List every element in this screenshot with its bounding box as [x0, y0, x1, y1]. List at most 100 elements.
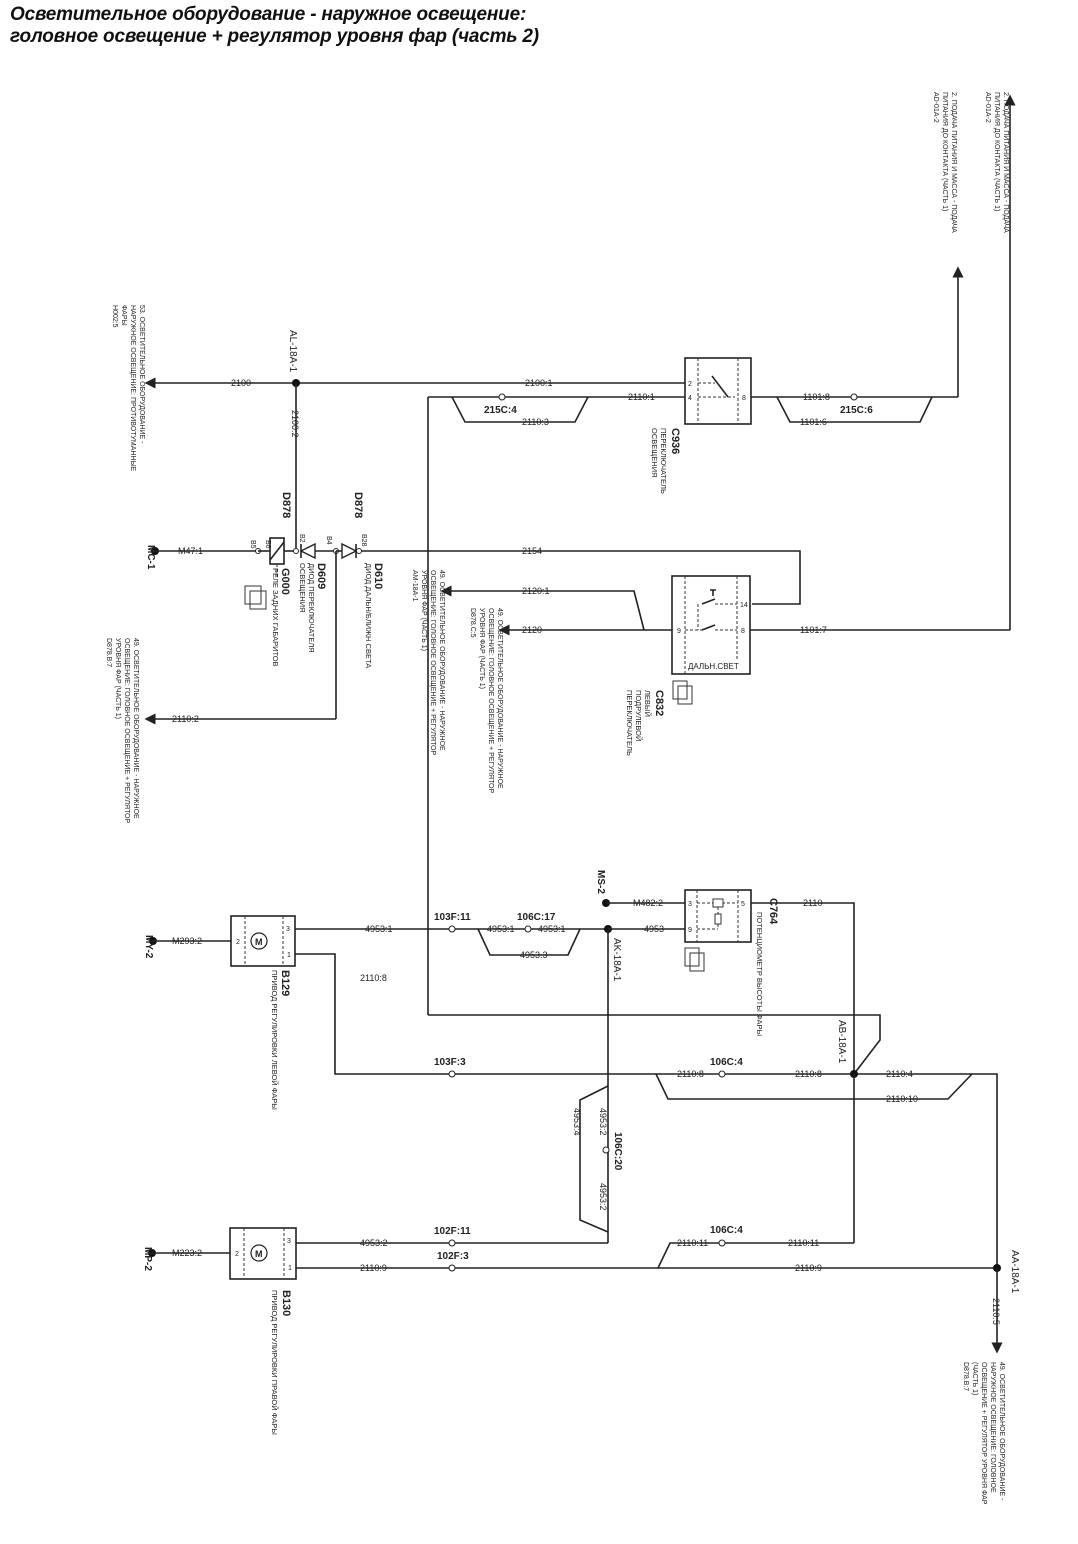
wire-label-2110-2: 2110:2 [172, 714, 199, 724]
switch-contact-icon [701, 598, 716, 605]
component-c936[interactable]: 2 4 8 C936 ПЕРЕКЛЮЧАТЕЛЬОСВЕЩЕНИЯ [650, 357, 752, 494]
b130-box [229, 1227, 297, 1280]
connector-215c6[interactable]: 215C:6 [840, 405, 873, 416]
c936-box [684, 357, 752, 425]
wire-label-4953-3: 4953.3 [520, 950, 548, 960]
connector-106c4b-icon [718, 1239, 726, 1247]
svg-text:2. ПОДАЧА ПИТАНИЯ И МАССА - ПО: 2. ПОДАЧА ПИТАНИЯ И МАССА - ПОДАЧАПИТАНИ… [932, 92, 957, 233]
pin-1: 1 [287, 952, 291, 959]
wire-label-2110-1: 2110:1 [628, 392, 655, 402]
connector-102f3[interactable]: 102F:3 [437, 1251, 469, 1262]
wire-label-m293-2: M293:2 [172, 936, 202, 946]
ref-top-right-1[interactable]: 2. ПОДАЧА ПИТАНИЯ И МАССА - ПОДАЧАПИТАНИ… [984, 92, 1016, 630]
ref-mid-2120-1[interactable]: 49. ОСВЕТИТЕЛЬНОЕ ОБОРУДОВАНИЕ - НАРУЖНО… [411, 570, 445, 755]
svg-text:ДИОД ПЕРЕКЛЮЧАТЕЛЯОСВЕЩЕНИЯ: ДИОД ПЕРЕКЛЮЧАТЕЛЯОСВЕЩЕНИЯ [298, 563, 316, 653]
connector-103f11[interactable]: 103F:11 [434, 912, 471, 923]
wire-label-2110-9b: 2110:9 [795, 1263, 822, 1273]
ref-left-fog[interactable]: 53. ОСВЕТИТЕЛЬНОЕ ОБОРУДОВАНИЕ -НАРУЖНОЕ… [111, 305, 145, 472]
svg-text:ЛЕВЫЙПОДРУЛЕВОЙПЕРЕКЛЮЧАТЕЛЬ: ЛЕВЫЙПОДРУЛЕВОЙПЕРЕКЛЮЧАТЕЛЬ [625, 690, 652, 756]
splice-label-aa18a1: AA-18A-1 [1009, 1250, 1020, 1294]
ref-text: ПИТАНИЯ ДО КОНТАКТА (ЧАСТЬ 1) [941, 92, 948, 211]
wire-label-1101-6: 1101:6 [800, 417, 827, 427]
connector-106c4[interactable]: 106C:4 [710, 1057, 743, 1068]
pin-9: 9 [677, 628, 681, 635]
title-line-2: головное освещение + регулятор уровня фа… [10, 26, 539, 47]
pin-14: 14 [740, 602, 748, 609]
wire-label-2110-5: 2110:5 [991, 1298, 1001, 1325]
connector-106c4b[interactable]: 106C:4 [710, 1225, 743, 1236]
ref-text: ОСВЕЩЕНИЕ: ГОЛОВНОЕ ОСВЕЩЕНИЕ + РЕГУЛЯТО… [123, 638, 130, 823]
component-b129[interactable]: M 3 2 1 B129 ПРИВОД РЕГУЛИРОВКИ ЛЕВОЙ ФА… [230, 915, 296, 1110]
b130-id: B130 [280, 1290, 292, 1316]
connector-face-icon [672, 680, 688, 700]
component-c832[interactable]: 9 14 8 ДАЛЬН.СВЕТ C832 ЛЕВЫЙПОДРУЛЕВОЙПЕ… [625, 575, 751, 756]
wire-label-4953-1c: 4953:1 [538, 924, 566, 934]
d610-name: ДИОД ДАЛЬН/БЛИЖН СВЕТА [364, 563, 373, 668]
diode-d610[interactable]: D610 ДИОД ДАЛЬН/БЛИЖН СВЕТА [336, 542, 384, 668]
wire-label-4953-2c: 4953:2 [360, 1238, 388, 1248]
c764-name: ПОТЕНЦИОМЕТР ВЫСОТЫ ФАРЫ [755, 912, 764, 1036]
d609-name: ДИОД ПЕРЕКЛЮЧАТЕЛЯ [307, 563, 316, 653]
ground-label-ms2: MS-2 [595, 870, 606, 894]
pin-b6: B6 [264, 540, 271, 549]
ref-text: УРОВНЯ ФАР (ЧАСТЬ 1) [478, 608, 485, 689]
svg-text:2. ПОДАЧА ПИТАНИЯ И МАССА - ПО: 2. ПОДАЧА ПИТАНИЯ И МАССА - ПОДАЧАПИТАНИ… [984, 92, 1009, 233]
ref-mid-2120[interactable]: 49. ОСВЕТИТЕЛЬНОЕ ОБОРУДОВАНИЕ - НАРУЖНО… [469, 608, 503, 793]
wire-label-m223-2: M223:2 [172, 1248, 202, 1258]
svg-text:53. ОСВЕТИТЕЛЬНОЕ ОБОРУДОВАНИЕ: 53. ОСВЕТИТЕЛЬНОЕ ОБОРУДОВАНИЕ -НАРУЖНОЕ… [111, 305, 145, 472]
motor-label: M [255, 1249, 263, 1259]
pin-1: 1 [288, 1265, 292, 1272]
wire-label-m482-2: M482:2 [633, 898, 663, 908]
ref-top-right-2[interactable]: 2. ПОДАЧА ПИТАНИЯ И МАССА - ПОДАЧАПИТАНИ… [932, 92, 964, 397]
pin-3: 3 [286, 926, 290, 933]
ref-bottom-right[interactable]: 49. ОСВЕТИТЕЛЬНОЕ ОБОРУДОВАНИЕ -НАРУЖНОЕ… [962, 1362, 1005, 1505]
connector-106c20[interactable]: 106C:20 [612, 1132, 623, 1171]
relay-g000[interactable]: G000 РЕЛЕ ЗАДНИХ ГАБАРИТОВ B6 [244, 537, 296, 667]
connector-215c4-icon [498, 393, 506, 401]
connector-215c4[interactable]: 215C:4 [484, 405, 517, 416]
pin-3: 3 [688, 901, 692, 908]
c832-name: ЛЕВЫЙ [643, 690, 652, 717]
pin-b28: B28 [360, 534, 367, 547]
wire-label-2110-8b: 2110:8 [677, 1069, 704, 1079]
svg-text:49. ОСВЕТИТЕЛЬНОЕ ОБОРУДОВАНИЕ: 49. ОСВЕТИТЕЛЬНОЕ ОБОРУДОВАНИЕ - НАРУЖНО… [469, 608, 503, 793]
motor-icon [250, 1244, 268, 1262]
wire-label-1101-7: 1101:7 [800, 625, 827, 635]
connector-103f11-icon [448, 925, 456, 933]
wire-label-1101-8: 1101:8 [803, 392, 830, 402]
connector-106c17[interactable]: 106C:17 [517, 912, 556, 923]
ground-label-mp2: MP-2 [142, 1247, 153, 1271]
ref-text: AM-18A-1 [411, 570, 418, 602]
ref-text: 2. ПОДАЧА ПИТАНИЯ И МАССА - ПОДАЧА [1002, 92, 1009, 233]
wire-label-2110-8c: 2110:8 [795, 1069, 822, 1079]
ref-text: AD-01A-2 [932, 92, 939, 123]
b130-name: ПРИВОД РЕГУЛИРОВКИ ПРАВОЙ ФАРЫ [270, 1290, 279, 1435]
connector-102f11[interactable]: 102F:11 [434, 1226, 471, 1237]
connector-106c17-icon [524, 925, 532, 933]
wire-label-4953-1b: 4953:1 [487, 924, 515, 934]
switch-contact-icon [711, 375, 729, 398]
d878-label-a: D878 [280, 492, 292, 518]
wire-2110-long [428, 1014, 881, 1075]
wire-label-2100-2: 2100:2 [290, 410, 300, 438]
pin-9: 9 [688, 927, 692, 934]
potentiometer-icon [712, 898, 724, 908]
connector-103f3[interactable]: 103F:3 [434, 1057, 466, 1068]
ref-text: H002:5 [111, 305, 118, 328]
c764-id: C764 [767, 898, 779, 925]
d878-label-b: D878 [352, 492, 364, 518]
ref-left-2110-2[interactable]: 49. ОСВЕТИТЕЛЬНОЕ ОБОРУДОВАНИЕ - НАРУЖНО… [105, 638, 139, 823]
diode-d609[interactable]: D609 ДИОД ПЕРЕКЛЮЧАТЕЛЯОСВЕЩЕНИЯ [298, 542, 336, 653]
d609-id: D609 [315, 563, 327, 589]
title-line-1: Осветительное оборудование - наружное ос… [10, 4, 527, 25]
pin-2: 2 [688, 381, 692, 388]
wire-label-2100: 2100 [231, 378, 251, 388]
ref-text: ОСВЕЩЕНИЕ: ГОЛОВНОЕ ОСВЕЩЕНИЕ + РЕГУЛЯТО… [487, 608, 494, 793]
wire-2110-11 [657, 1242, 854, 1269]
ref-text: 49. ОСВЕТИТЕЛЬНОЕ ОБОРУДОВАНИЕ - НАРУЖНО… [496, 608, 503, 789]
component-c764[interactable]: 3 9 5 C764 ПОТЕНЦИОМЕТР ВЫСОТЫ ФАРЫ [684, 889, 779, 1036]
wire-label-4953-4: 4953:4 [572, 1108, 582, 1136]
svg-text:49. ОСВЕТИТЕЛЬНОЕ ОБОРУДОВАНИЕ: 49. ОСВЕТИТЕЛЬНОЕ ОБОРУДОВАНИЕ - НАРУЖНО… [411, 570, 445, 755]
component-b130[interactable]: M 3 2 1 B130 ПРИВОД РЕГУЛИРОВКИ ПРАВОЙ Ф… [229, 1227, 297, 1435]
